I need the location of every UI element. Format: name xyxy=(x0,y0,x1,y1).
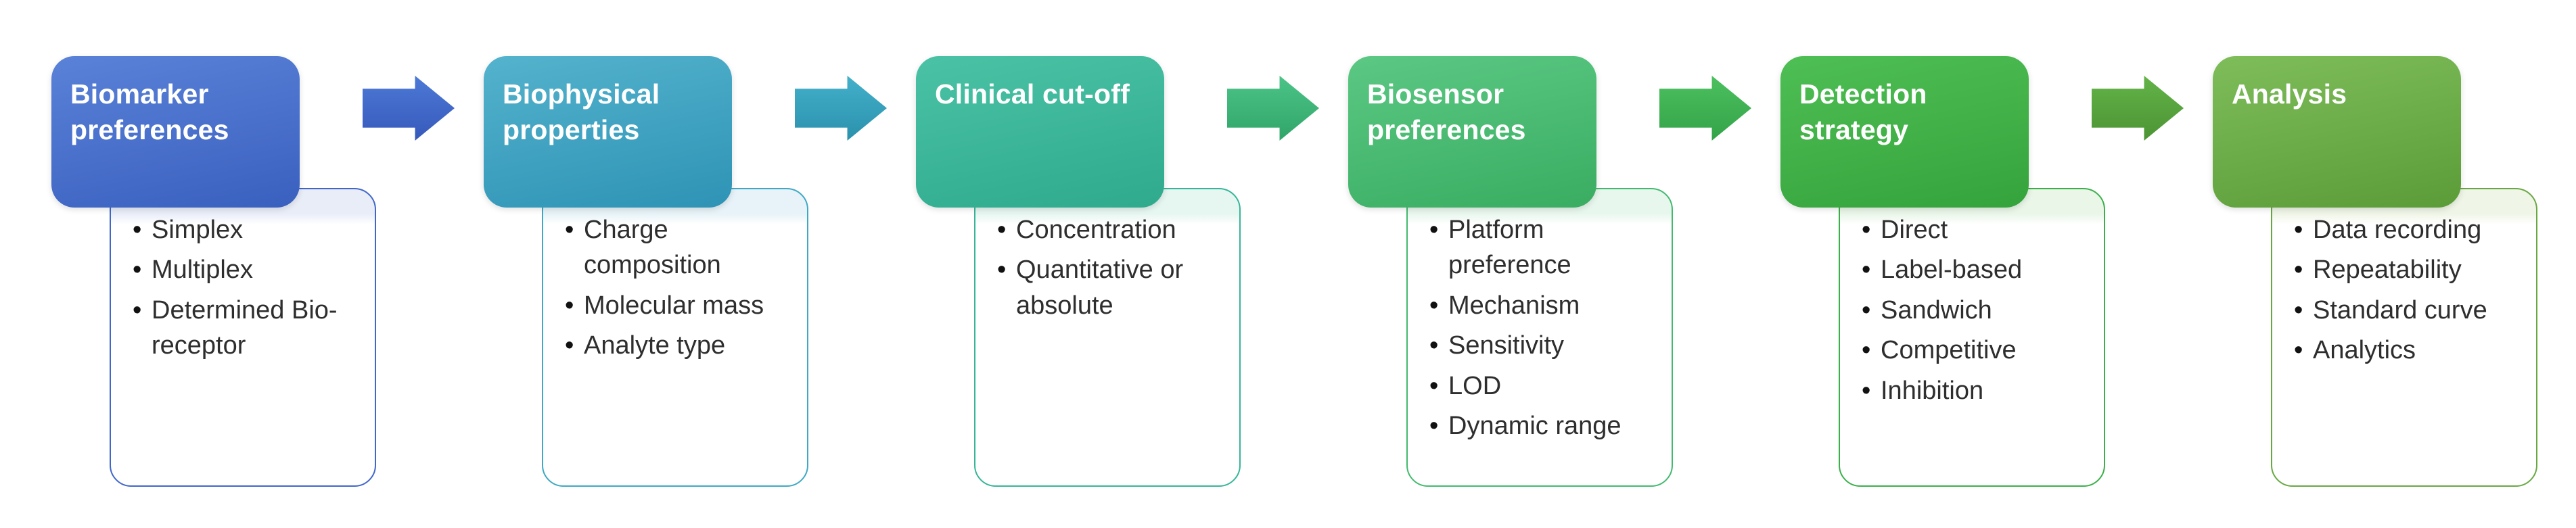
step-header: Detection strategy xyxy=(1780,56,2029,208)
step-detail-card: Charge compositionMolecular massAnalyte … xyxy=(542,188,808,487)
step-item-list: Data recordingRepeatabilityStandard curv… xyxy=(2272,189,2536,368)
list-item: Mechanism xyxy=(1428,288,1657,324)
list-item: Quantitative or absolute xyxy=(996,252,1224,323)
step-title: Analysis xyxy=(2232,78,2347,110)
list-item: Molecular mass xyxy=(564,288,792,324)
list-item: Direct xyxy=(1860,212,2089,248)
step-detail-card: DirectLabel-basedSandwichCompetitiveInhi… xyxy=(1839,188,2105,487)
step-title: Biosensor preferences xyxy=(1367,78,1526,146)
list-item: Platform preference xyxy=(1428,212,1657,283)
flow-step-detection-strategy: DirectLabel-basedSandwichCompetitiveInhi… xyxy=(1780,0,2159,528)
list-item: Competitive xyxy=(1860,333,2089,368)
step-item-list: SimplexMultiplexDetermined Bio-receptor xyxy=(111,189,375,364)
step-item-list: Platform preferenceMechanismSensitivityL… xyxy=(1408,189,1672,444)
step-header: Analysis xyxy=(2213,56,2461,208)
list-item: Analyte type xyxy=(564,328,792,364)
step-header: Biomarker preferences xyxy=(51,56,300,208)
step-item-list: DirectLabel-basedSandwichCompetitiveInhi… xyxy=(1840,189,2104,409)
list-item: Inhibition xyxy=(1860,373,2089,409)
flow-step-biosensor-preferences: Platform preferenceMechanismSensitivityL… xyxy=(1348,0,1727,528)
step-title: Clinical cut-off xyxy=(935,78,1130,110)
flow-step-biophysical-properties: Charge compositionMolecular massAnalyte … xyxy=(484,0,862,528)
list-item: Dynamic range xyxy=(1428,408,1657,444)
step-title: Biomarker preferences xyxy=(70,78,229,146)
list-item: Charge composition xyxy=(564,212,792,283)
flow-step-clinical-cut-off: ConcentrationQuantitative or absolute Cl… xyxy=(916,0,1295,528)
flow-step-analysis: Data recordingRepeatabilityStandard curv… xyxy=(2213,0,2576,528)
step-detail-card: Data recordingRepeatabilityStandard curv… xyxy=(2271,188,2537,487)
list-item: Multiplex xyxy=(131,252,360,288)
list-item: Analytics xyxy=(2293,333,2521,368)
step-detail-card: ConcentrationQuantitative or absolute xyxy=(974,188,1241,487)
step-header: Biophysical properties xyxy=(484,56,732,208)
step-title: Biophysical properties xyxy=(503,78,660,146)
list-item: Repeatability xyxy=(2293,252,2521,288)
step-item-list: Charge compositionMolecular massAnalyte … xyxy=(543,189,807,364)
list-item: Label-based xyxy=(1860,252,2089,288)
step-item-list: ConcentrationQuantitative or absolute xyxy=(975,189,1239,323)
list-item: Sandwich xyxy=(1860,293,2089,329)
list-item: Determined Bio-receptor xyxy=(131,293,360,364)
step-header: Clinical cut-off xyxy=(916,56,1164,208)
step-detail-card: SimplexMultiplexDetermined Bio-receptor xyxy=(110,188,376,487)
list-item: Concentration xyxy=(996,212,1224,248)
list-item: Standard curve xyxy=(2293,293,2521,329)
list-item: Data recording xyxy=(2293,212,2521,248)
step-header: Biosensor preferences xyxy=(1348,56,1596,208)
list-item: LOD xyxy=(1428,368,1657,404)
flow-step-biomarker-preferences: SimplexMultiplexDetermined Bio-receptor … xyxy=(51,0,430,528)
list-item: Sensitivity xyxy=(1428,328,1657,364)
list-item: Simplex xyxy=(131,212,360,248)
step-detail-card: Platform preferenceMechanismSensitivityL… xyxy=(1406,188,1673,487)
step-title: Detection strategy xyxy=(1799,78,1927,146)
